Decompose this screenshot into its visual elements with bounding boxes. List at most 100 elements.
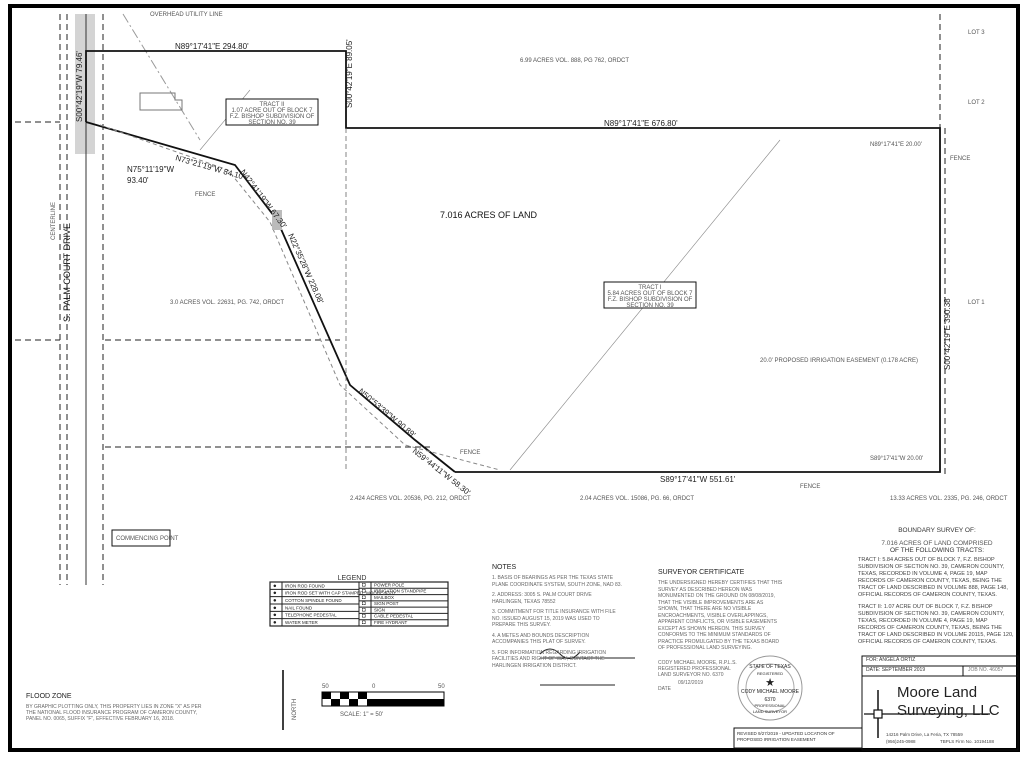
tract-ii-title: TRACT II: [260, 102, 285, 108]
flood-zone-title: FLOOD ZONE: [26, 693, 72, 700]
certificate-date: 09/12/2019: [678, 680, 704, 686]
legend-symbol-icon: ●: [273, 583, 277, 589]
notes-list: 1. BASIS OF BEARINGS AS PER THE TEXAS ST…: [492, 575, 622, 669]
scale-tick: 50: [438, 684, 445, 690]
legend-item: IRRIGATION STANDPIPE: [374, 589, 426, 594]
legend-symbol-icon: ◘: [362, 582, 366, 588]
lot-label: LOT 3: [968, 30, 985, 36]
surveyor-signer: CODY MICHAEL MOORE, R.P.L.S. REGISTERED …: [658, 660, 748, 692]
property-boundary: [85, 50, 941, 473]
legend-symbol-icon: ◘: [362, 601, 366, 607]
note-item: 4. A METES AND BOUNDS DESCRIPTION ACCOMP…: [492, 632, 589, 646]
notes: NOTES 1. BASIS OF BEARINGS AS PER THE TE…: [492, 564, 622, 673]
fence-label: FENCE: [195, 192, 215, 198]
bearing-label: N89°17'41"E 294.80': [175, 42, 249, 51]
flood-zone-text: BY GRAPHIC PLOTTING ONLY, THIS PROPERTY …: [26, 704, 202, 722]
company-phone: (956)245-0988: [886, 739, 916, 744]
tract-i-description: TRACT I: 5.84 ACRES OUT OF BLOCK 7, F.Z.…: [858, 557, 1008, 598]
utility-label: OVERHEAD UTILITY LINE: [150, 12, 223, 18]
commencing-label: COMMENCING POINT: [116, 536, 179, 542]
fence-line: [99, 124, 501, 471]
fence-label: FENCE: [460, 450, 480, 456]
client-name: FOR: ANGELA ORTIZ: [866, 657, 916, 663]
sheet-border: [8, 4, 1020, 752]
lot-label: LOT 1: [968, 300, 985, 306]
bearing-label: N42°41'19"W 67.30': [238, 168, 288, 231]
bearing-label: S00°42'19"E 89.05': [345, 39, 354, 108]
fence-label: FENCE: [950, 156, 970, 162]
bearing-label: N89°17'41"E 20.00': [870, 142, 922, 148]
road-pavement: [75, 14, 95, 154]
legend-symbol-icon: ●: [273, 598, 277, 604]
overhead-utility-line: [122, 13, 201, 141]
legend-title: LEGEND: [338, 575, 367, 582]
tract-ii-line: 1.07 ACRE OUT OF BLOCK 7: [232, 108, 314, 114]
signer-title: REGISTERED PROFESSIONAL: [658, 666, 731, 672]
north-label: NORTH: [292, 699, 298, 720]
surveyor-certificate: SURVEYOR CERTIFICATE THE UNDERSIGNED HER…: [658, 569, 783, 652]
flood-zone: FLOOD ZONE BY GRAPHIC PLOTTING ONLY, THI…: [26, 693, 206, 722]
adjoiner-label: 2.04 ACRES VOL. 15086, PG. 66, ORDCT: [580, 496, 694, 502]
tract-ii-box: [225, 98, 319, 126]
scale-bar: [321, 691, 445, 707]
bearing-label: S00°42'19"E 390.38': [943, 296, 952, 370]
signer-license: LAND SURVEYOR NO. 6370: [658, 672, 724, 678]
seal-text: CODY MICHAEL MOORE: [741, 689, 800, 695]
seal-text: 6370: [764, 697, 775, 703]
scale-tick: 50: [322, 684, 329, 690]
legend-item: NAIL FOUND: [285, 605, 313, 610]
company-address: 14216 Palm Drive, La Feria, TX 78559: [886, 732, 963, 737]
legend-item: CABLE PEDESTAL: [374, 614, 414, 619]
acreage-label: 7.016 ACRES OF LAND: [440, 210, 538, 220]
seal-text: REGISTERED: [757, 671, 783, 676]
legend-item: COTTON SPINDLE FOUND: [285, 598, 342, 603]
survey-date: DATE: SEPTEMBER 2019: [866, 667, 926, 673]
boundary-survey-title: BOUNDARY SURVEY OF: 7.016 ACRES OF LAND …: [858, 527, 1016, 554]
easement-label: 20.0' PROPOSED IRRIGATION EASEMENT (0.17…: [760, 358, 918, 364]
tract-ii-line: SECTION NO. 39: [248, 120, 296, 126]
adjoiner-label: 6.99 ACRES VOL. 888, PG 762, ORDCT: [520, 58, 629, 64]
legend-symbol-icon: ◘: [362, 620, 366, 626]
adjoiner-label: 2.424 ACRES VOL. 20536, PG. 212, ORDCT: [350, 496, 471, 502]
legend-item: POWER POLE: [374, 582, 404, 587]
certificate-title: SURVEYOR CERTIFICATE: [658, 569, 745, 576]
legend-item: WATER METER: [285, 620, 318, 625]
revision-note: REVISED 9/27/2019 - UPDATED LOCATION OF …: [737, 731, 835, 742]
seal-text: LAND SURVEYOR: [753, 709, 787, 714]
bearing-label: S89°17'41"W 551.61': [660, 475, 736, 484]
irrigation-standpipe: [272, 210, 282, 230]
job-number: JOB NO. 46057: [968, 667, 1004, 673]
legend-item: SIGN: [374, 607, 385, 612]
adjoiner-label: 13.33 ACRES VOL. 2335, PG. 246, ORDCT: [890, 496, 1008, 502]
legend-item: IRON ROD FOUND: [285, 583, 325, 588]
tract-descriptions: TRACT I: 5.84 ACRES OUT OF BLOCK 7, F.Z.…: [858, 557, 1016, 646]
legend-item: FIRE HYDRANT: [374, 620, 408, 625]
tract-ii-line: F.Z. BISHOP SUBDIVISION OF: [230, 114, 315, 120]
date-label: DATE: [658, 686, 671, 692]
bearing-label: S00°42'19"W 79.46': [75, 51, 84, 122]
tract-i-line: SECTION NO. 39: [626, 303, 674, 309]
signer-name: CODY MICHAEL MOORE, R.P.L.S.: [658, 660, 737, 666]
fence-label: FENCE: [800, 484, 820, 490]
bearing-label: S89°17'41"W 20.00': [870, 456, 923, 462]
street-name: S. PALM COURT DRIVE: [62, 223, 72, 322]
tract-i-box: [603, 281, 697, 309]
notes-title: NOTES: [492, 564, 517, 571]
surveyor-seal: STATE OF TEXAS REGISTERED ★ CODY MICHAEL…: [737, 655, 803, 721]
legend-item: TELEPHONE PEDESTAL: [285, 613, 337, 618]
legend-symbol-icon: ◘: [362, 595, 366, 601]
boundary-subtitle: 7.016 ACRES OF LAND COMPRISED: [881, 540, 993, 547]
centerline-label: CENTERLINE: [51, 202, 57, 240]
company-name-line2: Surveying, LLC: [897, 702, 1000, 719]
tract-i-line: F.Z. BISHOP SUBDIVISION OF: [608, 297, 693, 303]
legend-symbol-icon: ●: [273, 620, 277, 626]
boundary-title: BOUNDARY SURVEY OF:: [898, 527, 976, 534]
note-item: 1. BASIS OF BEARINGS AS PER THE TEXAS ST…: [492, 575, 622, 588]
commencing-point-box: [111, 529, 171, 547]
note-item: 2. ADDRESS: 3005 S. PALM COURT DRIVE HAR…: [492, 592, 592, 605]
legend-symbol-icon: ●: [273, 613, 277, 619]
legend-symbol-icon: ◘: [362, 589, 366, 595]
bearing-label: N50°53'39"W 90.89': [357, 387, 418, 440]
legend-item: IRON ROD SET WITH CAP STAMPED "MOORE-637…: [285, 591, 397, 596]
